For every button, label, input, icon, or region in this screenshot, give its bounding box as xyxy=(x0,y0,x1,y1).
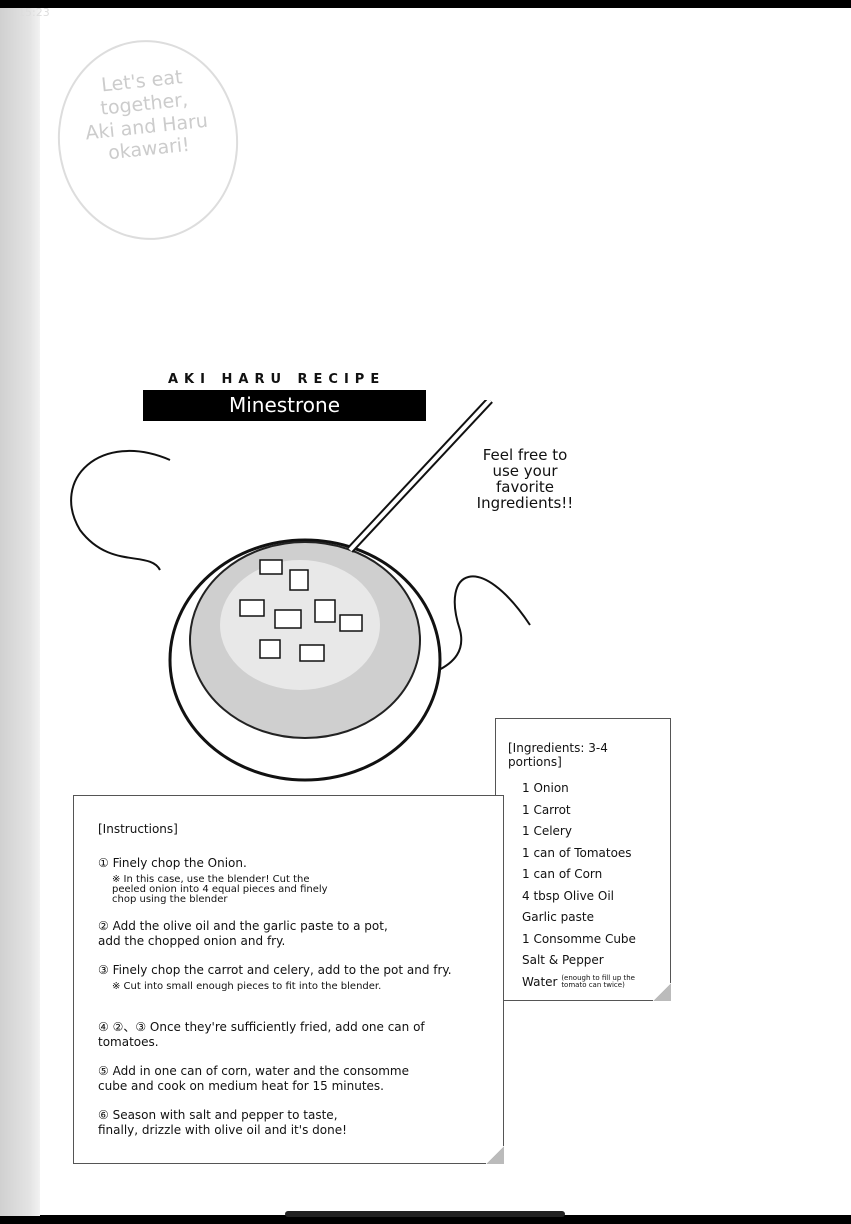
recipe-title: Minestrone xyxy=(143,390,426,421)
recipe-subtitle: AKI HARU RECIPE xyxy=(168,372,386,387)
water-note: (enough to fill up the tomato can twice) xyxy=(561,974,635,989)
ingredient-item: 1 Carrot xyxy=(522,802,571,817)
step-text: ① Finely chop the Onion. xyxy=(98,856,247,870)
logo-stamp: Let's eat together, Aki and Haru okawari… xyxy=(48,31,248,249)
ingredient-item: 1 can of Corn xyxy=(522,867,603,881)
navigation-bar xyxy=(0,1215,851,1224)
step-text: ⑥ Season with salt and pepper to taste, … xyxy=(98,1108,347,1137)
step-note: ※ Cut into small enough pieces to fit in… xyxy=(112,981,382,992)
soup-bowl-illustration xyxy=(70,400,531,782)
step: ② Add the olive oil and the garlic paste… xyxy=(98,919,398,949)
home-indicator[interactable] xyxy=(285,1211,565,1217)
step-text: ③ Finely chop the carrot and celery, add… xyxy=(98,963,452,977)
page-edge xyxy=(0,8,40,1216)
page-curl xyxy=(653,983,671,1001)
status-bar xyxy=(0,0,851,8)
step: ⑥ Season with salt and pepper to taste, … xyxy=(98,1108,358,1138)
water-label: Water xyxy=(522,974,558,989)
ingredient-item-water: Water (enough to fill up the tomato can … xyxy=(508,975,658,997)
step-text: ⑤ Add in one can of corn, water and the … xyxy=(98,1064,409,1093)
ingredient-item: 1 can of Tomatoes xyxy=(522,845,632,860)
status-time: 15:23 xyxy=(18,6,50,19)
instructions-card: [Instructions] ① Finely chop the Onion. ※… xyxy=(73,795,504,1164)
ingredient-item: 1 Celery xyxy=(522,824,572,838)
step-text: ② Add the olive oil and the garlic paste… xyxy=(98,919,388,948)
ingredient-item: 4 tbsp Olive Oil xyxy=(522,888,614,903)
step: ③ Finely chop the carrot and celery, add… xyxy=(98,963,479,992)
ingredient-note: Feel free to use your favorite Ingredien… xyxy=(476,446,574,512)
step: ① Finely chop the Onion. ※ In this case, … xyxy=(98,856,479,905)
step: ⑤ Add in one can of corn, water and the … xyxy=(98,1064,438,1094)
step-note: ※ In this case, use the blender! Cut the… xyxy=(112,874,328,905)
ingredients-heading: [Ingredients: 3-4 portions] xyxy=(508,741,608,769)
ingredient-item: 1 Onion xyxy=(522,781,569,795)
step-text: ④ ②、③ Once they're sufficiently fried, a… xyxy=(98,1020,425,1049)
ingredient-item: 1 Consomme Cube xyxy=(522,931,636,946)
instructions-heading: [Instructions] xyxy=(98,822,178,836)
page-curl xyxy=(486,1146,504,1164)
ingredient-item: Garlic paste xyxy=(522,910,594,924)
ingredient-item: Salt & Pepper xyxy=(522,953,604,967)
step: ④ ②、③ Once they're sufficiently fried, a… xyxy=(98,1020,479,1050)
ingredients-card: [Ingredients: 3-4 portions] 1 Onion 1 Ca… xyxy=(495,718,671,1001)
